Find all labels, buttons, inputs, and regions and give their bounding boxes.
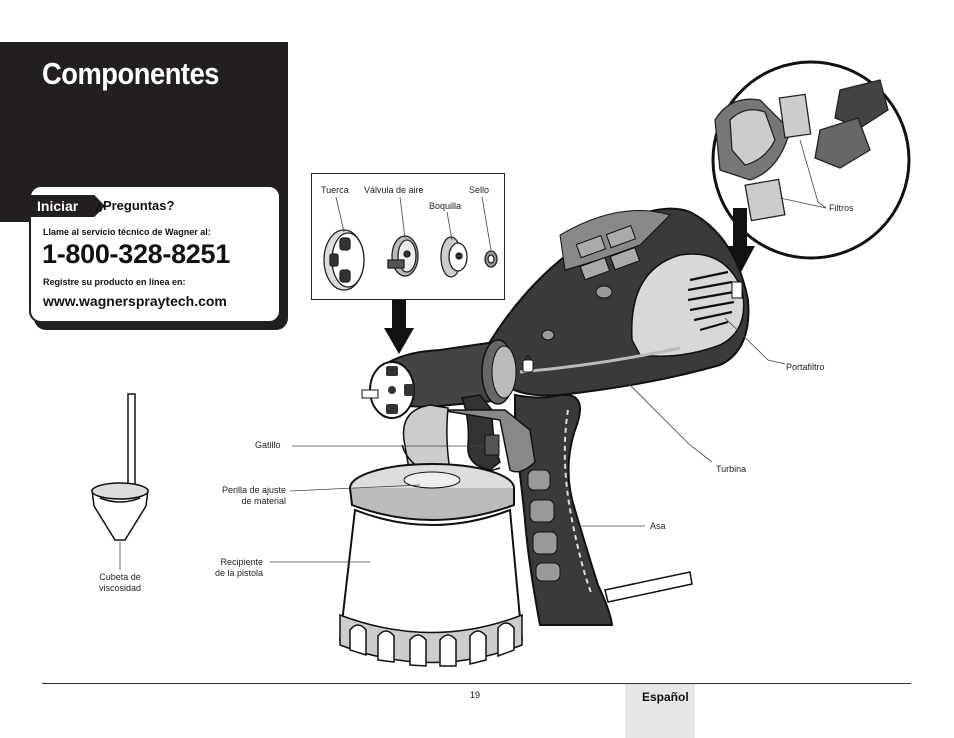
label-material-knob: Perilla de ajuste de material (221, 485, 286, 506)
page-number: 19 (470, 690, 481, 700)
trigger (460, 394, 501, 471)
viscosity-cup (91, 393, 149, 541)
label-turbine: Turbina (716, 464, 747, 474)
help-phone: 1-800-328-8251 (42, 239, 230, 269)
nut-part (323, 229, 365, 291)
help-question: ¿Preguntas? (95, 198, 175, 213)
language-tab: Español (625, 684, 695, 738)
label-seal: Sello (469, 185, 490, 195)
lock-icon (522, 355, 534, 373)
seal-part (484, 250, 498, 268)
help-box: Iniciar ¿Preguntas? Llame al servicio té… (29, 185, 281, 323)
label-filters: Filtros (829, 203, 854, 213)
parts-leaders (335, 196, 492, 251)
nozzle-part (440, 236, 468, 278)
help-website-link[interactable]: www.wagnerspraytech.com (43, 293, 227, 309)
label-trigger: Gatillo (255, 440, 281, 450)
page-title: Componentes (42, 56, 220, 91)
label-viscosity-cup: Cubeta de viscosidad (98, 572, 142, 593)
label-container: Recipiente de la pistola (214, 557, 263, 578)
help-call-text: Llame al servicio técnico de Wagner al: (43, 227, 211, 237)
filter-detail-drawing (714, 79, 889, 222)
footer-rule (42, 683, 911, 684)
label-nut: Tuerca (321, 185, 349, 195)
label-nozzle: Boquilla (429, 201, 462, 211)
leader-lines (119, 317, 786, 570)
language-label: Español (642, 690, 689, 704)
iniciar-tab: Iniciar (29, 195, 105, 217)
air-valve-part (387, 235, 419, 277)
down-arrow-icon (384, 300, 414, 354)
help-register-text: Registre su producto en línea en: (43, 277, 186, 287)
label-air-valve: Válvula de aire (364, 185, 424, 195)
label-handle: Asa (650, 521, 666, 531)
label-filter-holder: Portafiltro (786, 362, 825, 372)
